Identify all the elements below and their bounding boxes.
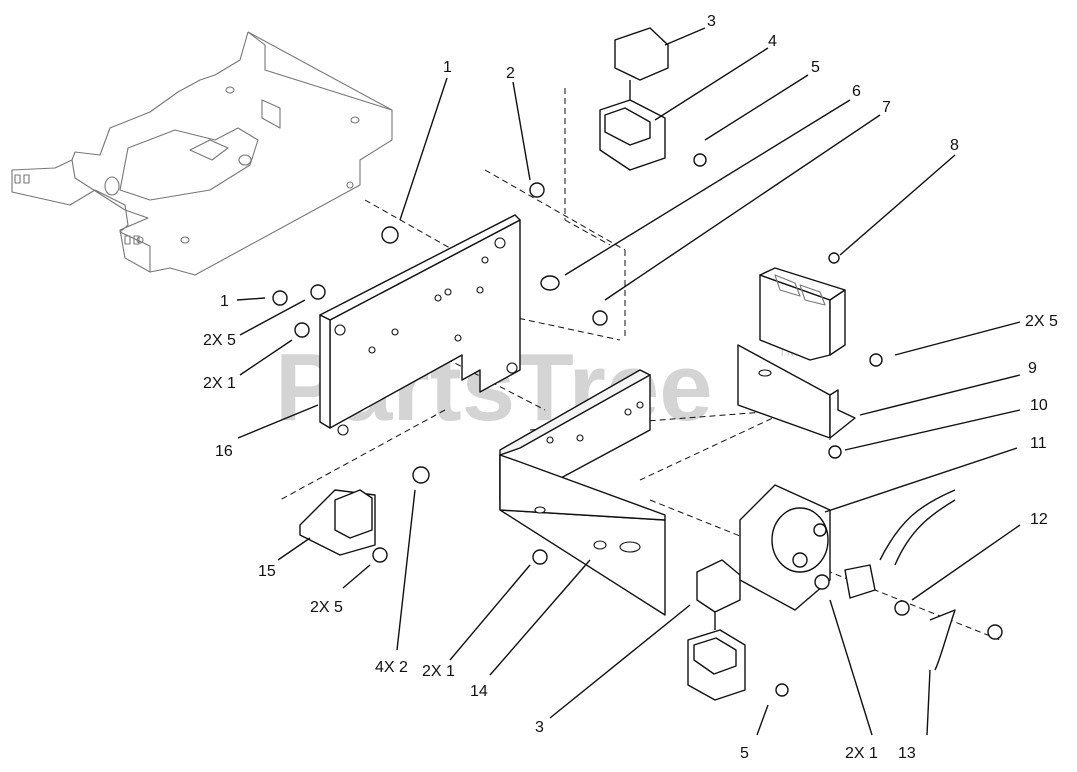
callout-2x5-left: 2X 5 [203,332,236,349]
callout-15: 15 [258,563,276,580]
leader-lines [236,27,1021,736]
callout-11: 11 [1030,435,1047,452]
callout-2: 2 [506,65,515,82]
callout-2x1-bottom-right: 2X 1 [845,745,878,762]
fasteners [272,153,1003,697]
callout-12: 12 [1030,511,1048,528]
callout-6: 6 [852,83,861,100]
relay-top [599,27,669,171]
callout-4: 4 [768,33,777,50]
callout-9: 9 [1028,360,1037,377]
callout-7: 7 [882,99,891,116]
callout-2x5-right: 2X 5 [1025,313,1058,330]
callout-10: 10 [1030,397,1048,414]
callout-8: 8 [950,137,959,154]
frame-ghost [11,31,393,276]
callout-16: 16 [215,443,233,460]
connector-block [759,267,846,361]
callout-1-top: 1 [443,59,452,76]
callout-2x1-left: 2X 1 [203,375,236,392]
l-bracket [499,369,666,616]
callout-5-top: 5 [811,59,820,76]
callout-labels: 1 2 3 4 5 6 7 8 2X 5 9 10 11 12 13 2X 1 … [203,13,1058,762]
callout-13: 13 [898,745,916,762]
callout-5-bottom: 5 [740,745,749,762]
callout-2x1-bottom: 2X 1 [422,663,455,680]
mounting-plate [319,214,521,436]
callout-4x2: 4X 2 [375,659,408,676]
solenoid [739,484,956,671]
callout-2x5-bottom: 2X 5 [310,599,343,616]
callout-14: 14 [470,683,488,700]
callout-3-top: 3 [707,13,716,30]
callout-1-left: 1 [220,293,229,310]
relay-bottom [687,559,746,701]
module-15 [299,489,376,556]
callout-3-bottom: 3 [535,719,544,736]
bracket-9 [737,344,856,439]
